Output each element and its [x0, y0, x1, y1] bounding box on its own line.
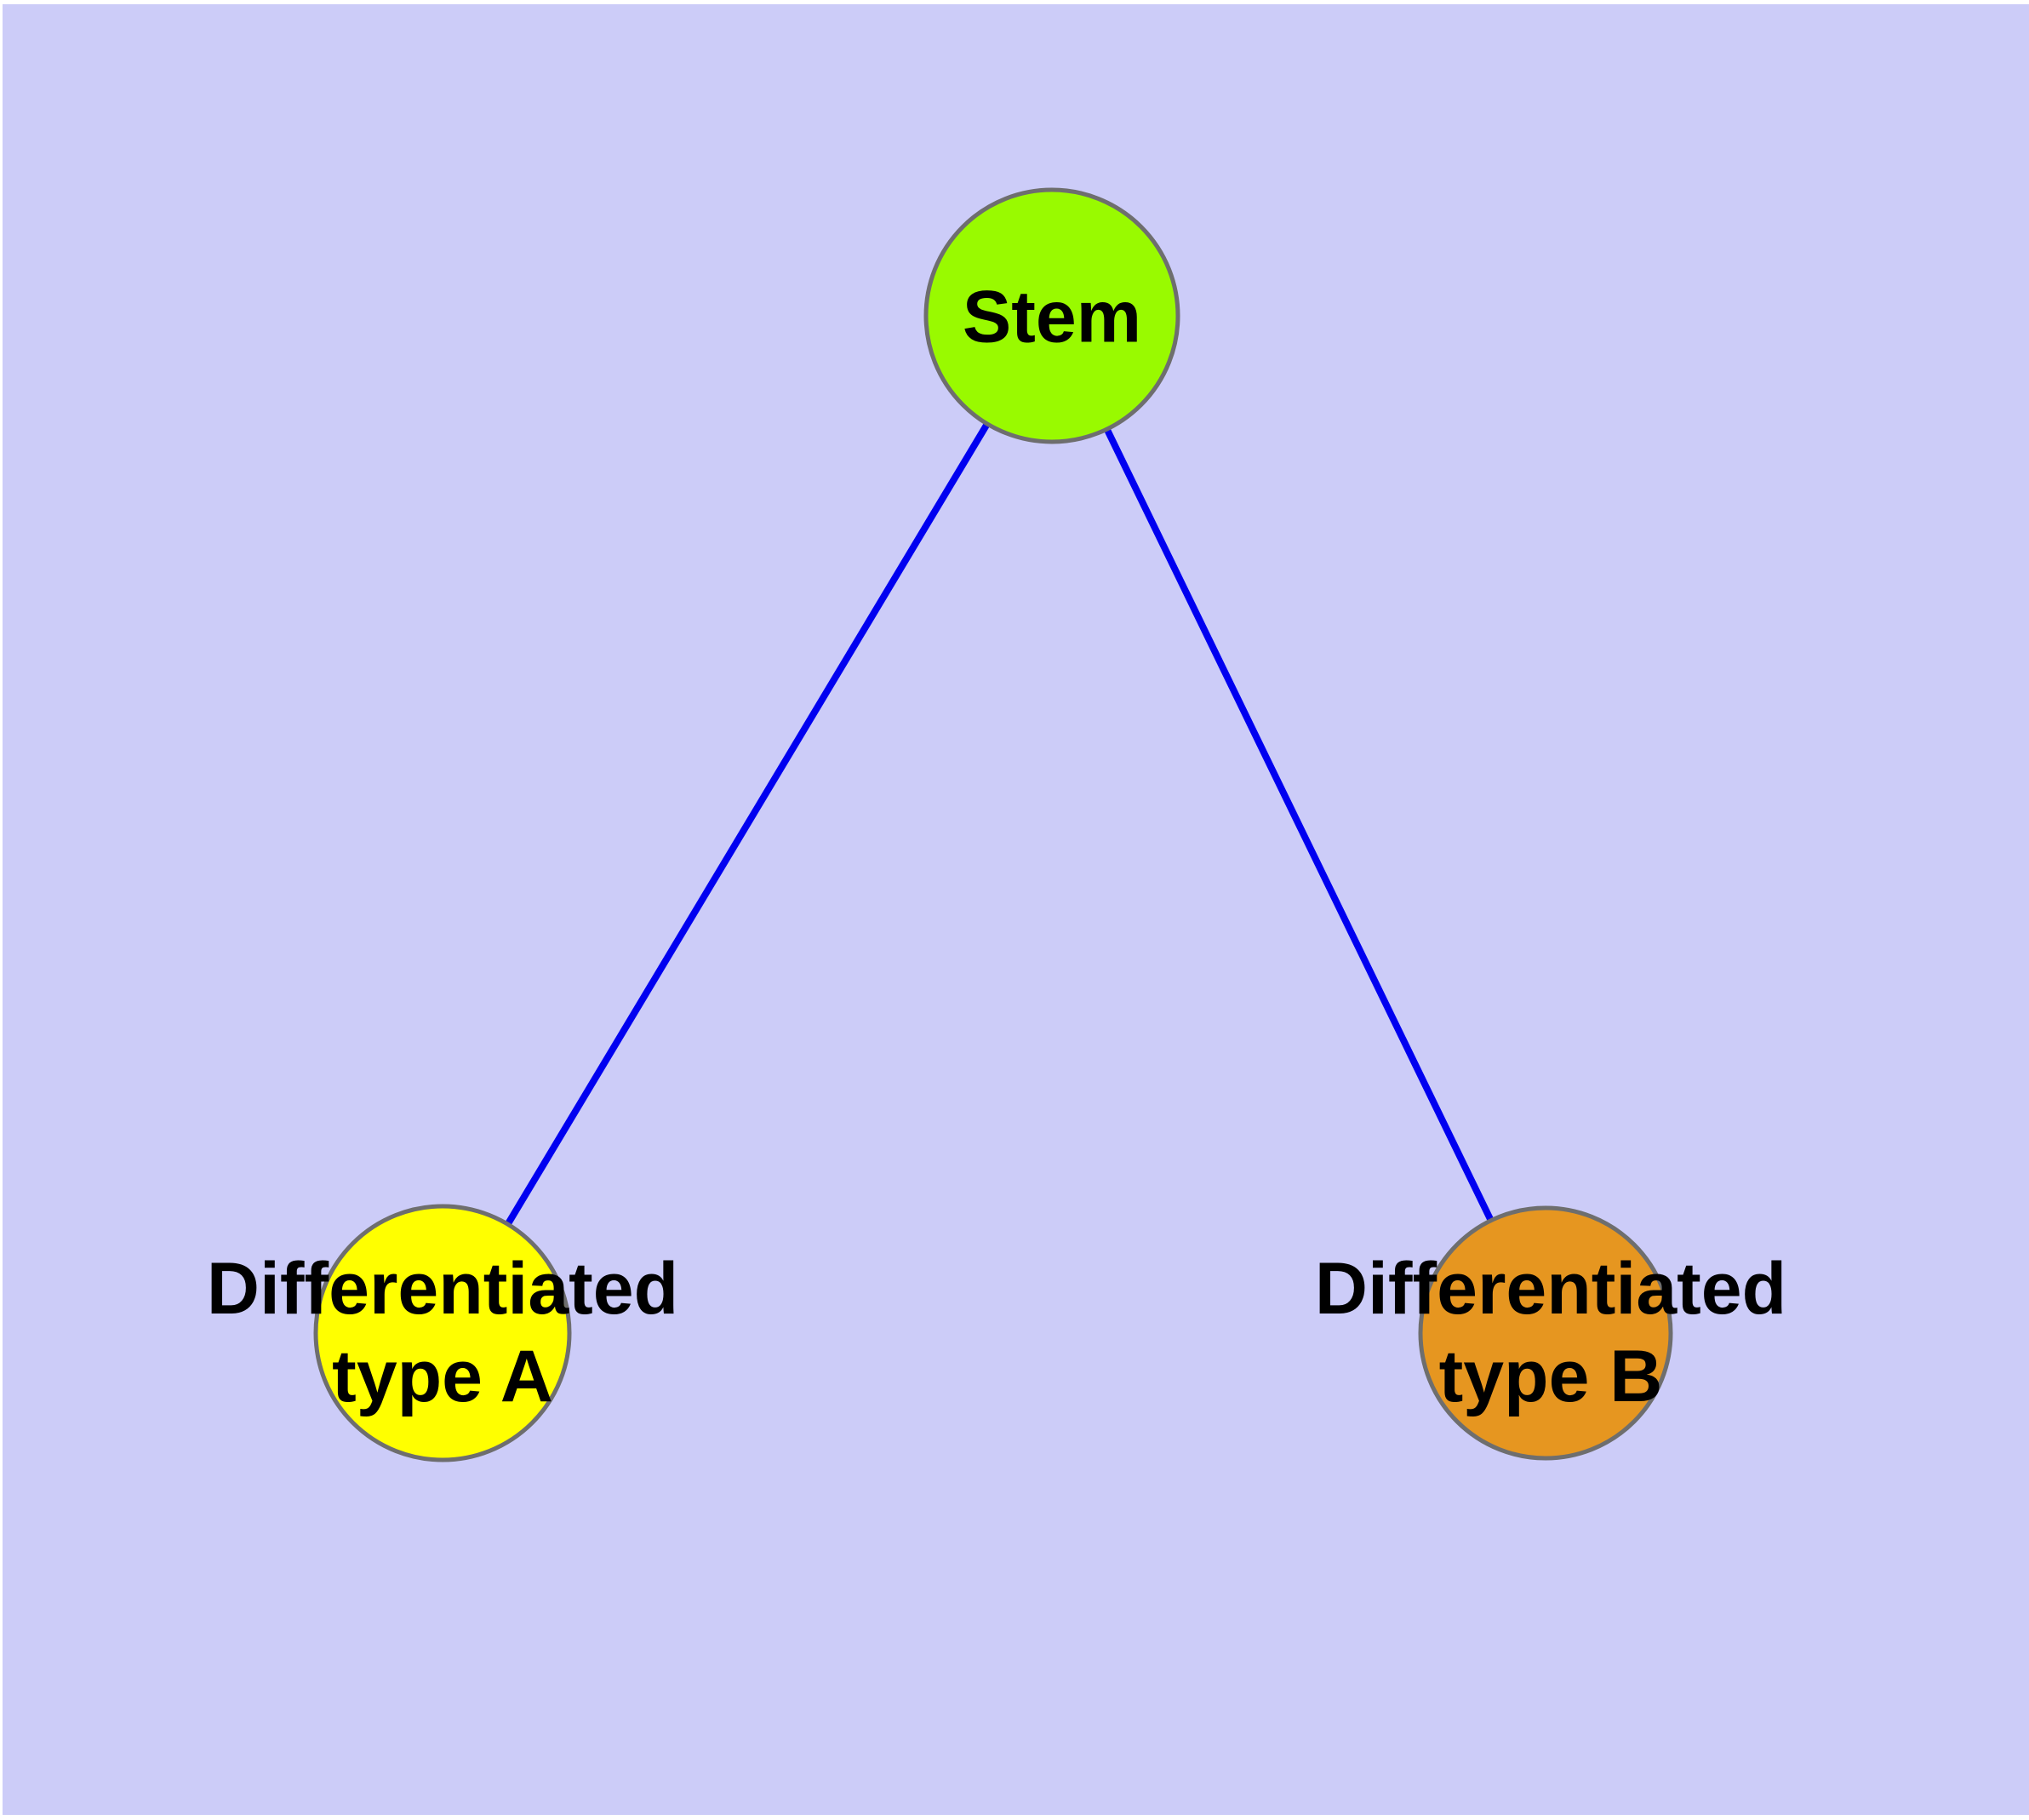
edge-stem-to-type-a — [439, 313, 1055, 1336]
node-differentiated-type-b-circle — [1418, 1205, 1673, 1461]
node-differentiated-type-a-circle — [313, 1204, 572, 1462]
node-differentiated-type-b-label-line2: type B — [1438, 1336, 1663, 1417]
edge-stem-to-type-b — [1049, 314, 1549, 1335]
node-differentiated-type-a-label: Differentiated type A — [207, 1245, 678, 1421]
node-differentiated-type-b-label-line1: Differentiated — [1314, 1248, 1787, 1330]
node-differentiated-type-a-label-line2: type A — [332, 1336, 553, 1417]
node-differentiated-type-a-label-line1: Differentiated — [206, 1248, 679, 1330]
node-stem-label: Stem — [962, 276, 1142, 358]
node-stem-circle — [923, 187, 1180, 444]
node-differentiated-type-b-label: Differentiated type B — [1315, 1245, 1786, 1421]
